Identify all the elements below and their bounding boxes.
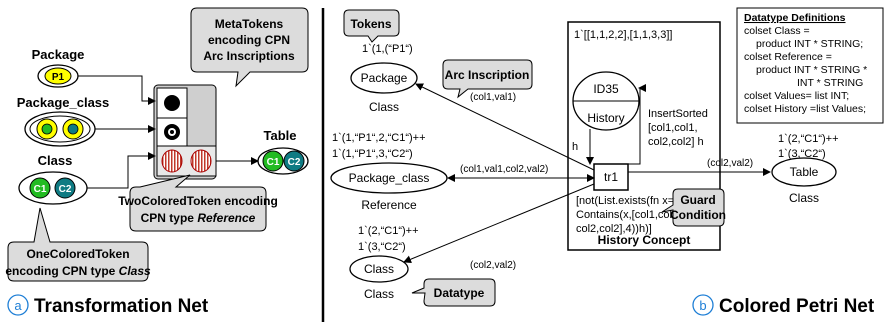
cpn-table-name: Table [790, 165, 819, 179]
history-marking: 1`[[1,1,2,2],[1,1,3,3]] [574, 29, 672, 41]
cpn-table-place [771, 157, 837, 187]
transition-tr1-label: tr1 [604, 170, 618, 184]
c1-token [29, 177, 51, 199]
onecolored-line-2: encoding CPN type Class [5, 264, 151, 278]
package-label: Package [32, 47, 85, 62]
history-concept-box [567, 21, 721, 251]
class-marking-1: 1`(2,“C1“)++ [358, 225, 419, 237]
p1-token [44, 67, 72, 85]
guard-callout: Guard Condition [661, 188, 726, 227]
package-class-place [24, 111, 96, 147]
arc-transition-to-history [628, 84, 646, 165]
package-class-marking-2: 1`(1,“P1“,3,“C2“) [332, 148, 413, 160]
reference-metatoken-right [190, 149, 212, 173]
table-marking-2: 1`(3,“C2“) [778, 148, 826, 160]
dtd-line-2: product INT * STRING; [756, 38, 863, 50]
arc-table-label: (col2,val2) [707, 158, 753, 169]
package-marking: 1`(1,(“P1“) [362, 43, 413, 55]
history-place-name: ID35 [593, 82, 619, 96]
transformation-net-title: Transformation Net [34, 296, 209, 317]
history-concept-label: History Concept [598, 233, 691, 247]
cpn-table-type: Class [789, 191, 819, 205]
package-class-marking-1: 1`(1,“P1“,2,“C1“)++ [332, 132, 426, 144]
history-out-line-3: col2,col2] h [648, 136, 704, 148]
cpn-package-name: Package [361, 71, 408, 85]
onecolored-callout: OneColoredToken encoding CPN type Class [5, 207, 151, 282]
badge-a [7, 294, 29, 316]
guard-callout-line-2: Condition [670, 208, 726, 222]
table-marking-1: 1`(2,“C1“)++ [778, 133, 839, 145]
tokens-callout-label: Tokens [350, 17, 391, 31]
package-class-inner-ring [29, 115, 91, 143]
table-label: Table [264, 128, 297, 143]
table-c2-token [283, 150, 305, 172]
badge-b [692, 294, 714, 316]
class-label: Class [38, 153, 73, 168]
history-out-line-1: InsertSorted [648, 108, 708, 120]
cpn-package-class-type: Reference [361, 198, 417, 212]
cpn-package-place [350, 62, 418, 94]
cpn-class-place [349, 255, 409, 283]
arc-package-label: (col1,val1) [470, 92, 516, 103]
cpn-class-type: Class [364, 287, 394, 301]
dtd-line-6: colset Values= list INT; [744, 90, 849, 102]
metatokens-callout: MetaTokens encoding CPN Arc Inscriptions [190, 7, 309, 88]
cpn-package-class-name: Package_class [349, 171, 430, 185]
reference-metatoken-left [161, 149, 183, 173]
datatype-callout: Datatype [411, 278, 496, 307]
table-c2-label: C2 [288, 157, 301, 168]
twocolored-callout: TwoColoredToken encoding CPN type Refere… [118, 174, 278, 232]
arc-tr1-to-package [415, 83, 595, 171]
badge-a-label: a [14, 298, 22, 313]
transformation-box [153, 84, 217, 180]
datatype-callout-label: Datatype [434, 286, 485, 300]
class-place [18, 171, 88, 205]
dtd-line-7: colset History =list Values; [744, 103, 866, 115]
dtd-line-4: product INT * STRING * [756, 64, 867, 76]
arc-package-to-transition [78, 75, 156, 105]
datatype-definitions-title: Datatype Definitions [744, 12, 846, 24]
package-class-label: Package_class [17, 95, 110, 110]
twocolored-line-2: CPN type Reference [141, 211, 256, 225]
arc-inscription-label: Arc Inscription [445, 68, 530, 82]
table-c1-token [262, 150, 284, 172]
transition-tr1 [593, 163, 629, 191]
history-place-type: History [587, 111, 624, 125]
cpn-package-type: Class [369, 100, 399, 114]
arc-package-class-label: (col1,val1,col2,val2) [460, 164, 548, 175]
table-c1-label: C1 [267, 157, 280, 168]
metatokens-line-3: Arc Inscriptions [203, 49, 295, 63]
metatoken-filled [164, 95, 180, 111]
guard-line-2: Contains(x,[col1,col1, [576, 209, 681, 221]
dtd-line-5: INT * STRING [797, 77, 863, 89]
dtd-line-3: colset Reference = [744, 51, 832, 63]
arc-class-label: (col2,val2) [470, 260, 516, 271]
guard-line-1: [not(List.exists(fn x=> [576, 195, 681, 207]
guard-line-3: col2,col2],4))h)] [576, 223, 652, 235]
tokens-callout: Tokens [343, 9, 400, 43]
metatokens-line-2: encoding CPN [208, 33, 290, 47]
c2-token [54, 177, 76, 199]
guard-callout-line-1: Guard [680, 193, 715, 207]
cpn-class-name: Class [364, 262, 394, 276]
datatype-definitions-box: Datatype Definitions colset Class = prod… [736, 7, 884, 124]
arc-tr1-to-class [403, 183, 595, 264]
arc-inscription-callout: Arc Inscription [442, 59, 533, 99]
dtd-line-1: colset Class = [744, 25, 810, 37]
colored-petri-net-title: Colored Petri Net [719, 296, 875, 317]
arc-history-in-label: h [572, 141, 578, 153]
class-marking-2: 1`(3,“C2“) [358, 241, 406, 253]
p1-token-label: P1 [52, 72, 65, 83]
metatokens-line-1: MetaTokens [215, 17, 284, 31]
history-out-line-2: [col1,col1, [648, 122, 698, 134]
arc-class-to-transition [87, 152, 156, 189]
badge-b-label: b [699, 298, 706, 313]
twocolored-line-1: TwoColoredToken encoding [118, 194, 278, 208]
c1-token-label: C1 [34, 184, 47, 195]
onecolored-line-1: OneColoredToken [26, 247, 129, 261]
c2-token-label: C2 [59, 184, 72, 195]
